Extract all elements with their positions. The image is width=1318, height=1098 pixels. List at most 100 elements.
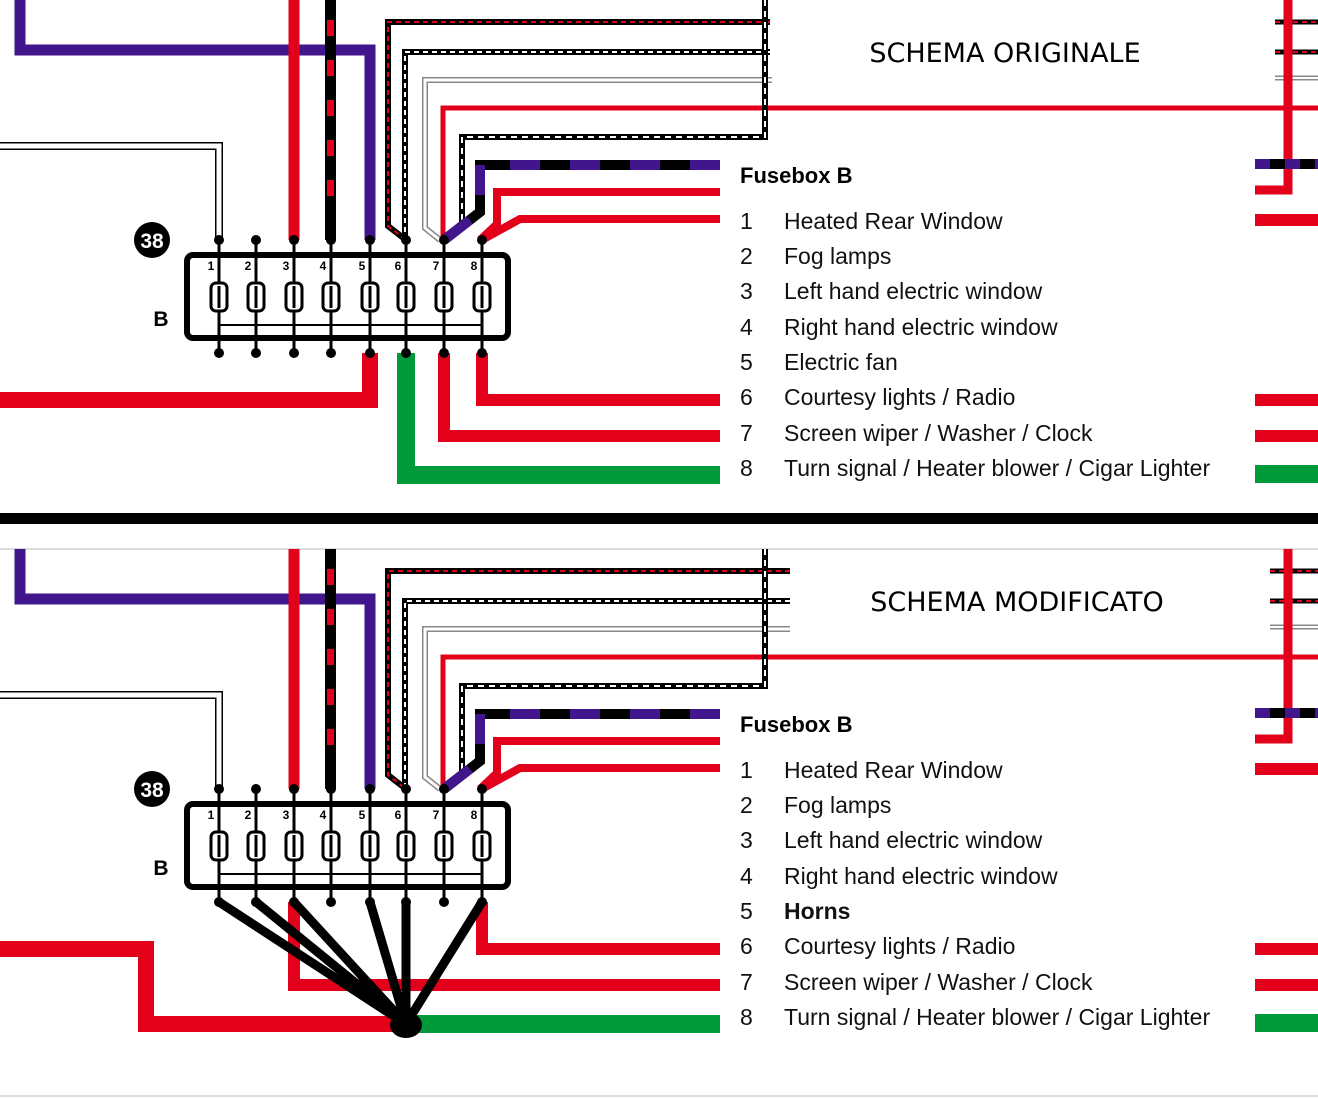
legend-item: 1 Heated Rear Window [740,208,1003,234]
legend-item-number: 4 [740,863,753,889]
fuse: 4 [320,784,341,907]
fuse-box [184,252,511,341]
jumper-wires [214,897,487,1029]
legend-item: 5 Electric fan [740,349,898,375]
fuse: 1 [208,784,229,907]
fuse: 4 [320,235,341,358]
legend-item-label: Screen wiper / Washer / Clock [784,420,1093,446]
wire-white [0,142,223,240]
pin-number: 8 [471,259,478,273]
legend-item: 7 Screen wiper / Washer / Clock [740,969,1093,995]
legend-item: 3 Left hand electric window [740,827,1043,853]
box-label: B [153,857,168,880]
legend-item-number: 6 [740,933,753,959]
legend-item: 5 Horns [740,898,850,924]
wire-black-red-pin4 [325,0,336,240]
legend-item: 2 Fog lamps [740,243,891,269]
legend-item-label: Right hand electric window [784,863,1058,889]
fuse: 5 [359,235,380,358]
legend-item-label: Left hand electric window [784,278,1043,304]
panel-title: SCHEMA MODIFICATO [870,587,1163,618]
legend-item: 4 Right hand electric window [740,314,1058,340]
legend-item-number: 1 [740,208,753,234]
pin-number: 2 [245,259,252,273]
legend-item: 8 Turn signal / Heater blower / Cigar Lig… [740,1004,1210,1030]
legend-item-number: 5 [740,898,753,924]
fuse: 7 [433,784,454,907]
pin-number: 1 [208,808,215,822]
fuse: 2 [245,235,266,358]
legend-item: 3 Left hand electric window [740,278,1043,304]
fuse: 8 [471,235,492,358]
fuse: 6 [395,784,416,907]
legend-item-label: Fog lamps [784,243,891,269]
legend-item: 1 Heated Rear Window [740,757,1003,783]
legend-item: 4 Right hand electric window [740,863,1058,889]
panel-title: SCHEMA ORIGINALE [869,38,1140,69]
fuse: 3 [283,235,304,358]
legend-item-label: Turn signal / Heater blower / Cigar Ligh… [784,455,1210,481]
legend-item: 8 Turn signal / Heater blower / Cigar Lig… [740,455,1210,481]
legend-item-number: 8 [740,455,753,481]
fuse: 1 [208,235,229,358]
legend-item-number: 2 [740,792,753,818]
wire-red-bottom-left [0,353,378,408]
panel-divider [0,513,1318,524]
legend-item-label: Left hand electric window [784,827,1043,853]
fusebox-title: Fusebox B [740,712,852,737]
legend-item-number: 7 [740,420,753,446]
pin-number: 1 [208,259,215,273]
splice-point [390,1012,422,1038]
pin-number: 5 [359,259,366,273]
legend-item-label: Right hand electric window [784,314,1058,340]
legend-item-number: 7 [740,969,753,995]
wire-purple-black [440,160,720,244]
pin-number: 4 [320,259,327,273]
fusebox-title: Fusebox B [740,163,852,188]
legend-item-label: Horns [784,898,850,924]
legend-item-label: Fog lamps [784,792,891,818]
fuse: 5 [359,784,380,907]
legend-item-number: 6 [740,384,753,410]
pin-number: 6 [395,808,402,822]
fuse: 8 [471,784,492,907]
connector-badge [134,222,170,258]
fuse: 2 [245,784,266,907]
legend-item-label: Screen wiper / Washer / Clock [784,969,1093,995]
legend-item-number: 3 [740,278,753,304]
pin-number: 4 [320,808,327,822]
fuse: 6 [395,235,416,358]
legend-item-label: Courtesy lights / Radio [784,933,1015,959]
pin-number: 7 [433,259,440,273]
fuse: 3 [283,784,304,907]
pin-number: 7 [433,808,440,822]
legend-item-number: 4 [740,314,753,340]
legend-item-label: Heated Rear Window [784,208,1003,234]
legend-item-number: 1 [740,757,753,783]
pin-number: 3 [283,808,290,822]
pin-number: 3 [283,259,290,273]
pin-number: 5 [359,808,366,822]
pin-number: 2 [245,808,252,822]
wire-purple [14,0,376,240]
legend-item: 2 Fog lamps [740,792,891,818]
wire-green-pin6 [397,353,720,484]
legend-item: 6 Courtesy lights / Radio [740,933,1015,959]
legend-item-label: Electric fan [784,349,898,375]
fuse: 7 [433,235,454,358]
legend-item-number: 5 [740,349,753,375]
legend-item-label: Turn signal / Heater blower / Cigar Ligh… [784,1004,1210,1030]
pin-number: 6 [395,259,402,273]
legend-item-number: 8 [740,1004,753,1030]
wire-red-top [440,105,1318,240]
wire-red-left-modified [0,941,406,1032]
connector-number: 38 [140,230,164,253]
legend-item-number: 2 [740,243,753,269]
legend-item-label: Heated Rear Window [784,757,1003,783]
connector-number: 38 [140,779,164,802]
legend-item-number: 3 [740,827,753,853]
